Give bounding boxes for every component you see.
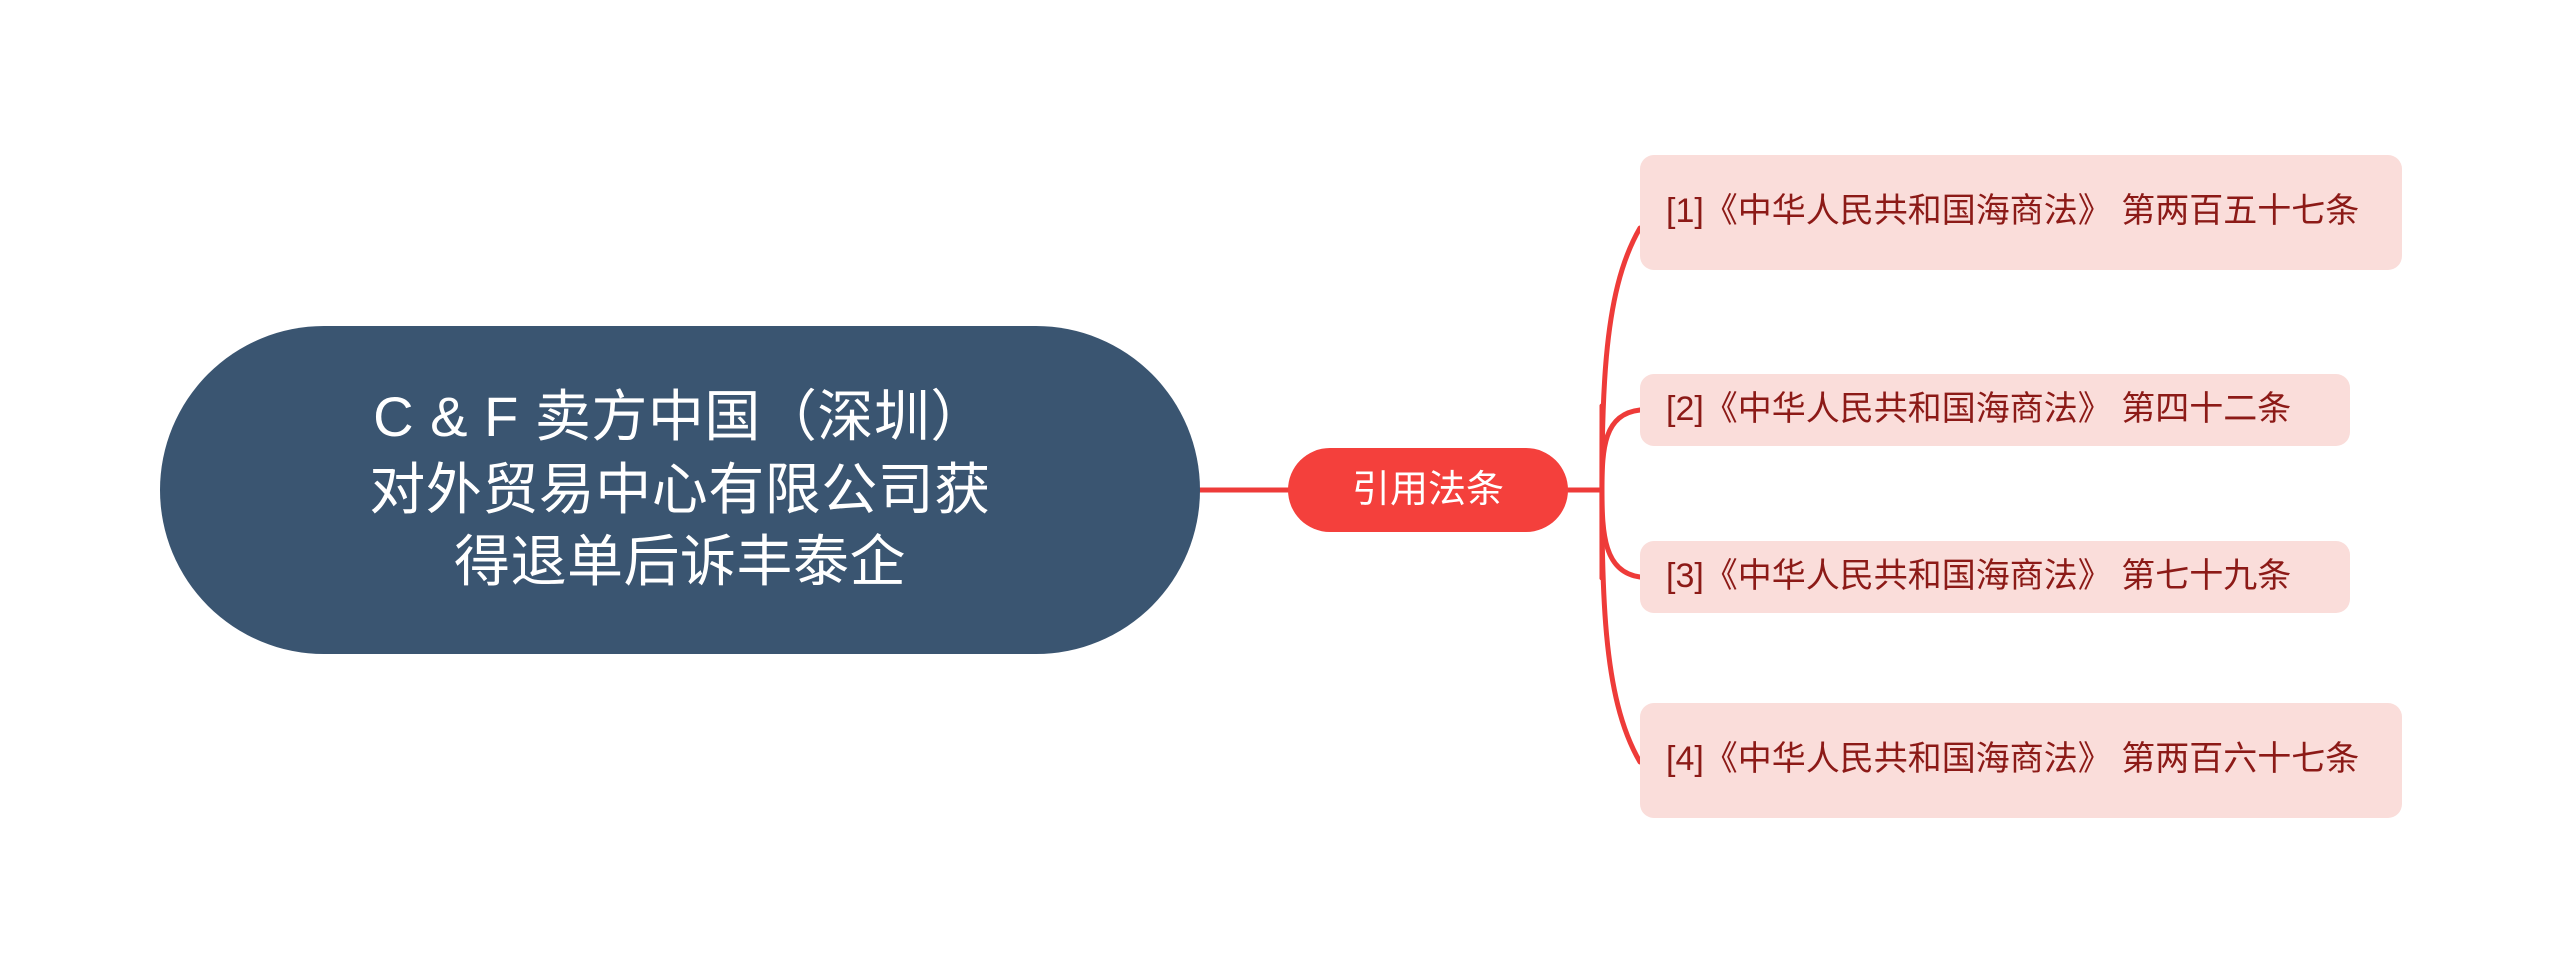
leaf-node-1[interactable]: [1]《中华人民共和国海商法》 第两百五十七条 [1640, 155, 2402, 270]
connector-trunk-to-leaf-1 [1599, 407, 1643, 493]
branch-node-label: 引用法条 [1351, 469, 1504, 511]
connector-trunk-to-leaf-2 [1599, 487, 1643, 580]
leaf-node-3-label: [3]《中华人民共和国海商法》 第七十九条 [1666, 556, 2292, 595]
root-node-label: C & F 卖方中国（深圳） 对外贸易中心有限公司获 得退单后诉丰泰企 [369, 384, 991, 594]
leaf-node-3[interactable]: [3]《中华人民共和国海商法》 第七十九条 [1640, 541, 2350, 613]
leaf-node-4[interactable]: [4]《中华人民共和国海商法》 第两百六十七条 [1640, 703, 2402, 818]
connector-trunk-to-leaf-3 [1599, 403, 1643, 765]
leaf-node-2-label: [2]《中华人民共和国海商法》 第四十二条 [1666, 389, 2292, 428]
leaf-node-1-label: [1]《中华人民共和国海商法》 第两百五十七条 [1666, 192, 2360, 231]
branch-node-cited-statutes[interactable]: 引用法条 [1288, 448, 1568, 532]
root-node[interactable]: C & F 卖方中国（深圳） 对外贸易中心有限公司获 得退单后诉丰泰企 [160, 326, 1200, 654]
connector-trunk-to-leaf-0 [1599, 225, 1643, 581]
leaf-node-4-label: [4]《中华人民共和国海商法》 第两百六十七条 [1666, 740, 2360, 779]
leaf-node-2[interactable]: [2]《中华人民共和国海商法》 第四十二条 [1640, 374, 2350, 446]
